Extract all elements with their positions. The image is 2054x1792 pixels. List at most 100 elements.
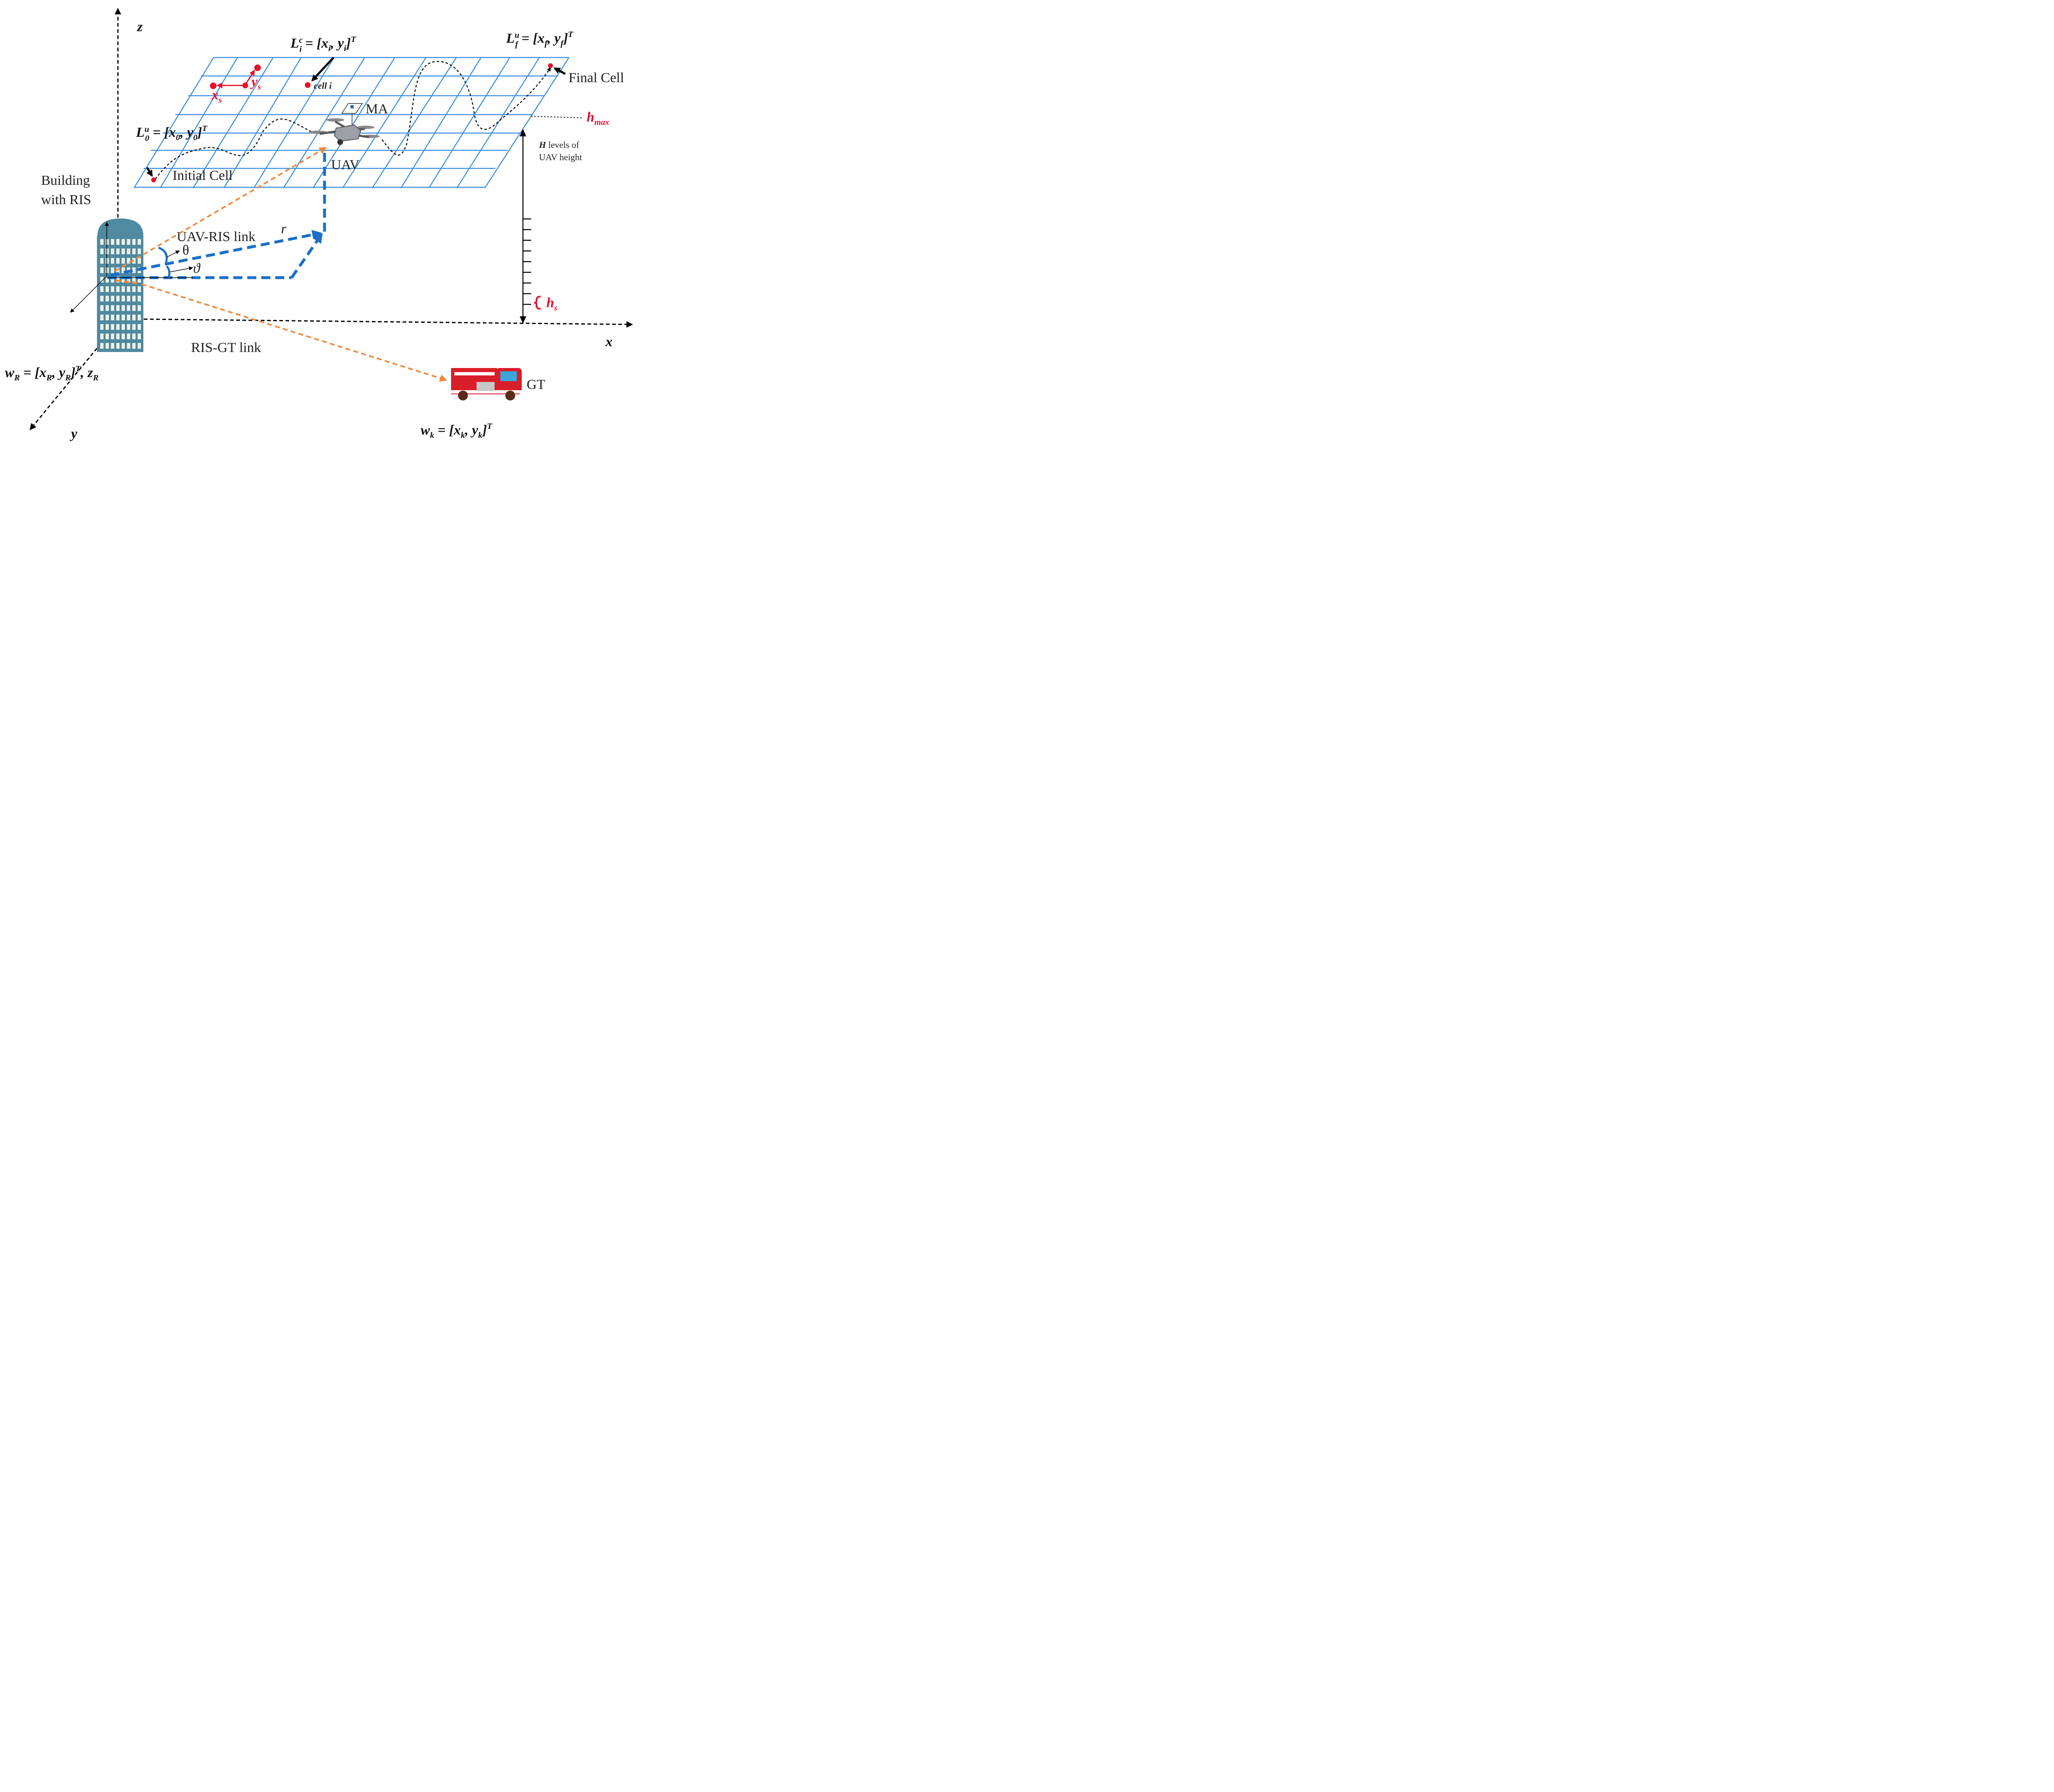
uav-drone-icon [309,103,380,145]
building-window [100,315,104,320]
system-diagram: z x y [5,8,633,442]
building-window [127,296,130,301]
y-axis [30,348,98,430]
origin-local-point [242,83,248,88]
gt-label: GT [527,377,546,392]
building-window [122,239,125,245]
building-window [127,315,130,320]
grid-markers: xs ys [151,63,553,182]
building-window [132,258,136,264]
initial-cell-label: Initial Cell [173,168,233,183]
building-window [116,239,120,245]
building-window [127,239,130,245]
drone-arms [319,120,369,138]
uav-trajectory [155,61,550,179]
vartheta-pointer [170,266,193,272]
building-window [116,305,120,311]
ris-gt-orange-link [141,283,447,382]
building-window [138,315,141,320]
final-cell-pointer [553,67,566,75]
building-window [132,248,136,254]
building-window [111,343,114,349]
coordinate-axes: z x y [30,8,633,442]
cell-i-pointer [311,57,334,82]
theta-arc [158,246,168,263]
building-window [116,334,120,339]
building-window [132,315,136,320]
building-window [122,258,125,264]
building-window [106,343,109,349]
drone-camera [337,139,343,145]
building-window [106,258,109,264]
h-max-label: hmax [587,110,609,127]
h-levels-label-line1: H levels of [539,140,579,150]
building-with-ris [70,219,143,352]
building-window [116,296,120,301]
ys-label: ys [250,74,261,92]
building-window [116,286,120,292]
building-window [106,315,109,320]
final-cell-label: Final Cell [569,70,624,85]
building-window [122,286,125,292]
building-window [116,315,120,320]
vartheta-arc [166,265,170,278]
uav-ris-link-label: UAV-RIS link [177,229,256,244]
xs-sub: s [218,96,222,105]
orange-links [114,147,447,382]
building-window [127,258,130,264]
ys-arrow [246,69,255,83]
building-window [132,239,136,245]
truck-stripe [451,390,522,393]
h-s-brace [534,296,541,310]
h-s-label: hs [546,295,557,313]
ys-point [254,64,261,71]
building-window [127,305,130,311]
building-window [106,324,109,330]
building-window [132,267,136,273]
horizontal-to-uav-blue [290,233,323,278]
truck-top-stripe [454,372,495,375]
building-window [138,239,141,245]
z-axis-label: z [137,19,143,35]
truck-wheel-front [505,391,515,400]
xs-label: xs [211,87,222,105]
building-window [138,248,141,254]
uav-label: UAV [331,157,360,173]
building-window [111,305,114,311]
building-window [116,277,120,283]
building-window [122,324,125,330]
building-window [106,267,109,273]
gt-coordinate: wk = [xk, yk]T [421,422,493,440]
building-window [116,248,120,254]
building-window [100,296,104,301]
building-window [106,239,109,245]
building-window [111,248,114,254]
building-window [100,239,104,245]
ris-gt-link-label: RIS-GT link [191,340,261,355]
building-window [127,343,130,349]
building-window [106,277,109,283]
building-window [127,277,130,283]
building-window [132,343,136,349]
building-window [116,258,120,264]
building-window [106,248,109,254]
building-window [138,324,141,330]
y-axis-label: y [69,426,78,442]
building-label-line1: Building [41,173,90,188]
cell-i-label: cell i [314,81,332,91]
building-window [100,334,104,339]
building-window [132,334,136,339]
building-window [138,296,141,301]
building-window [106,296,109,301]
building-window [132,305,136,311]
building-window [127,324,130,330]
building-window [132,296,136,301]
building-window [111,324,114,330]
h-levels-bold: H [539,140,546,150]
building-window [122,296,125,301]
building-window [138,258,141,264]
building-window [132,286,136,292]
building-window [111,239,114,245]
